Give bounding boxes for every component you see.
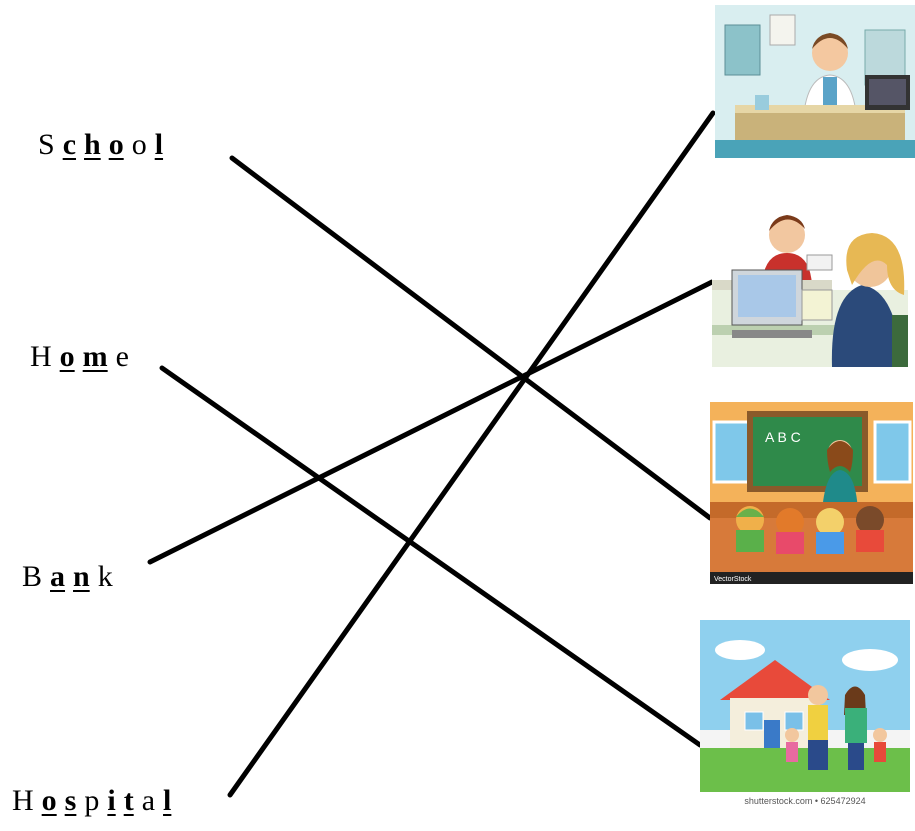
doctor-office-picture <box>715 5 915 158</box>
filled-letter: l <box>163 784 172 817</box>
classroom-illustration-icon: A B C VectorStock <box>710 402 913 584</box>
shutterstock-credit-text: shutterstock.com • 625472924 <box>744 796 865 806</box>
filled-letter: h <box>84 128 101 161</box>
given-letter: S <box>38 128 55 161</box>
family-house-picture: shutterstock.com • 625472924 <box>700 620 910 810</box>
given-letter: H <box>12 784 34 817</box>
filled-letter: a <box>50 560 66 593</box>
doctor-illustration-icon <box>715 5 915 158</box>
filled-letter: t <box>123 784 134 817</box>
filled-letter: m <box>82 340 108 373</box>
bank-teller-picture <box>712 195 908 367</box>
filled-letter: o <box>108 128 124 161</box>
given-letter: a <box>141 784 156 817</box>
given-letter: o <box>131 128 147 161</box>
match-line-home-house <box>159 365 703 748</box>
filled-letter: o <box>41 784 57 817</box>
given-letter: e <box>115 340 129 373</box>
given-letter: k <box>97 560 113 593</box>
family-house-illustration-icon: shutterstock.com • 625472924 <box>700 620 910 810</box>
classroom-credit-text: VectorStock <box>714 576 752 583</box>
given-letter: H <box>30 340 52 373</box>
filled-letter: i <box>107 784 116 817</box>
filled-letter: c <box>62 128 77 161</box>
classroom-picture: A B C VectorStock <box>710 402 913 584</box>
match-line-hospital-doctor <box>227 110 716 798</box>
filled-letter: o <box>59 340 75 373</box>
match-line-school-classroom <box>229 155 713 521</box>
given-letter: p <box>84 784 100 817</box>
filled-letter: l <box>154 128 164 161</box>
match-line-bank-teller <box>147 279 715 565</box>
chalkboard-text: A B C <box>765 429 801 445</box>
filled-letter: n <box>73 560 90 593</box>
filled-letter: s <box>64 784 77 817</box>
bank-counter-illustration-icon <box>712 195 908 367</box>
given-letter: B <box>22 560 43 593</box>
